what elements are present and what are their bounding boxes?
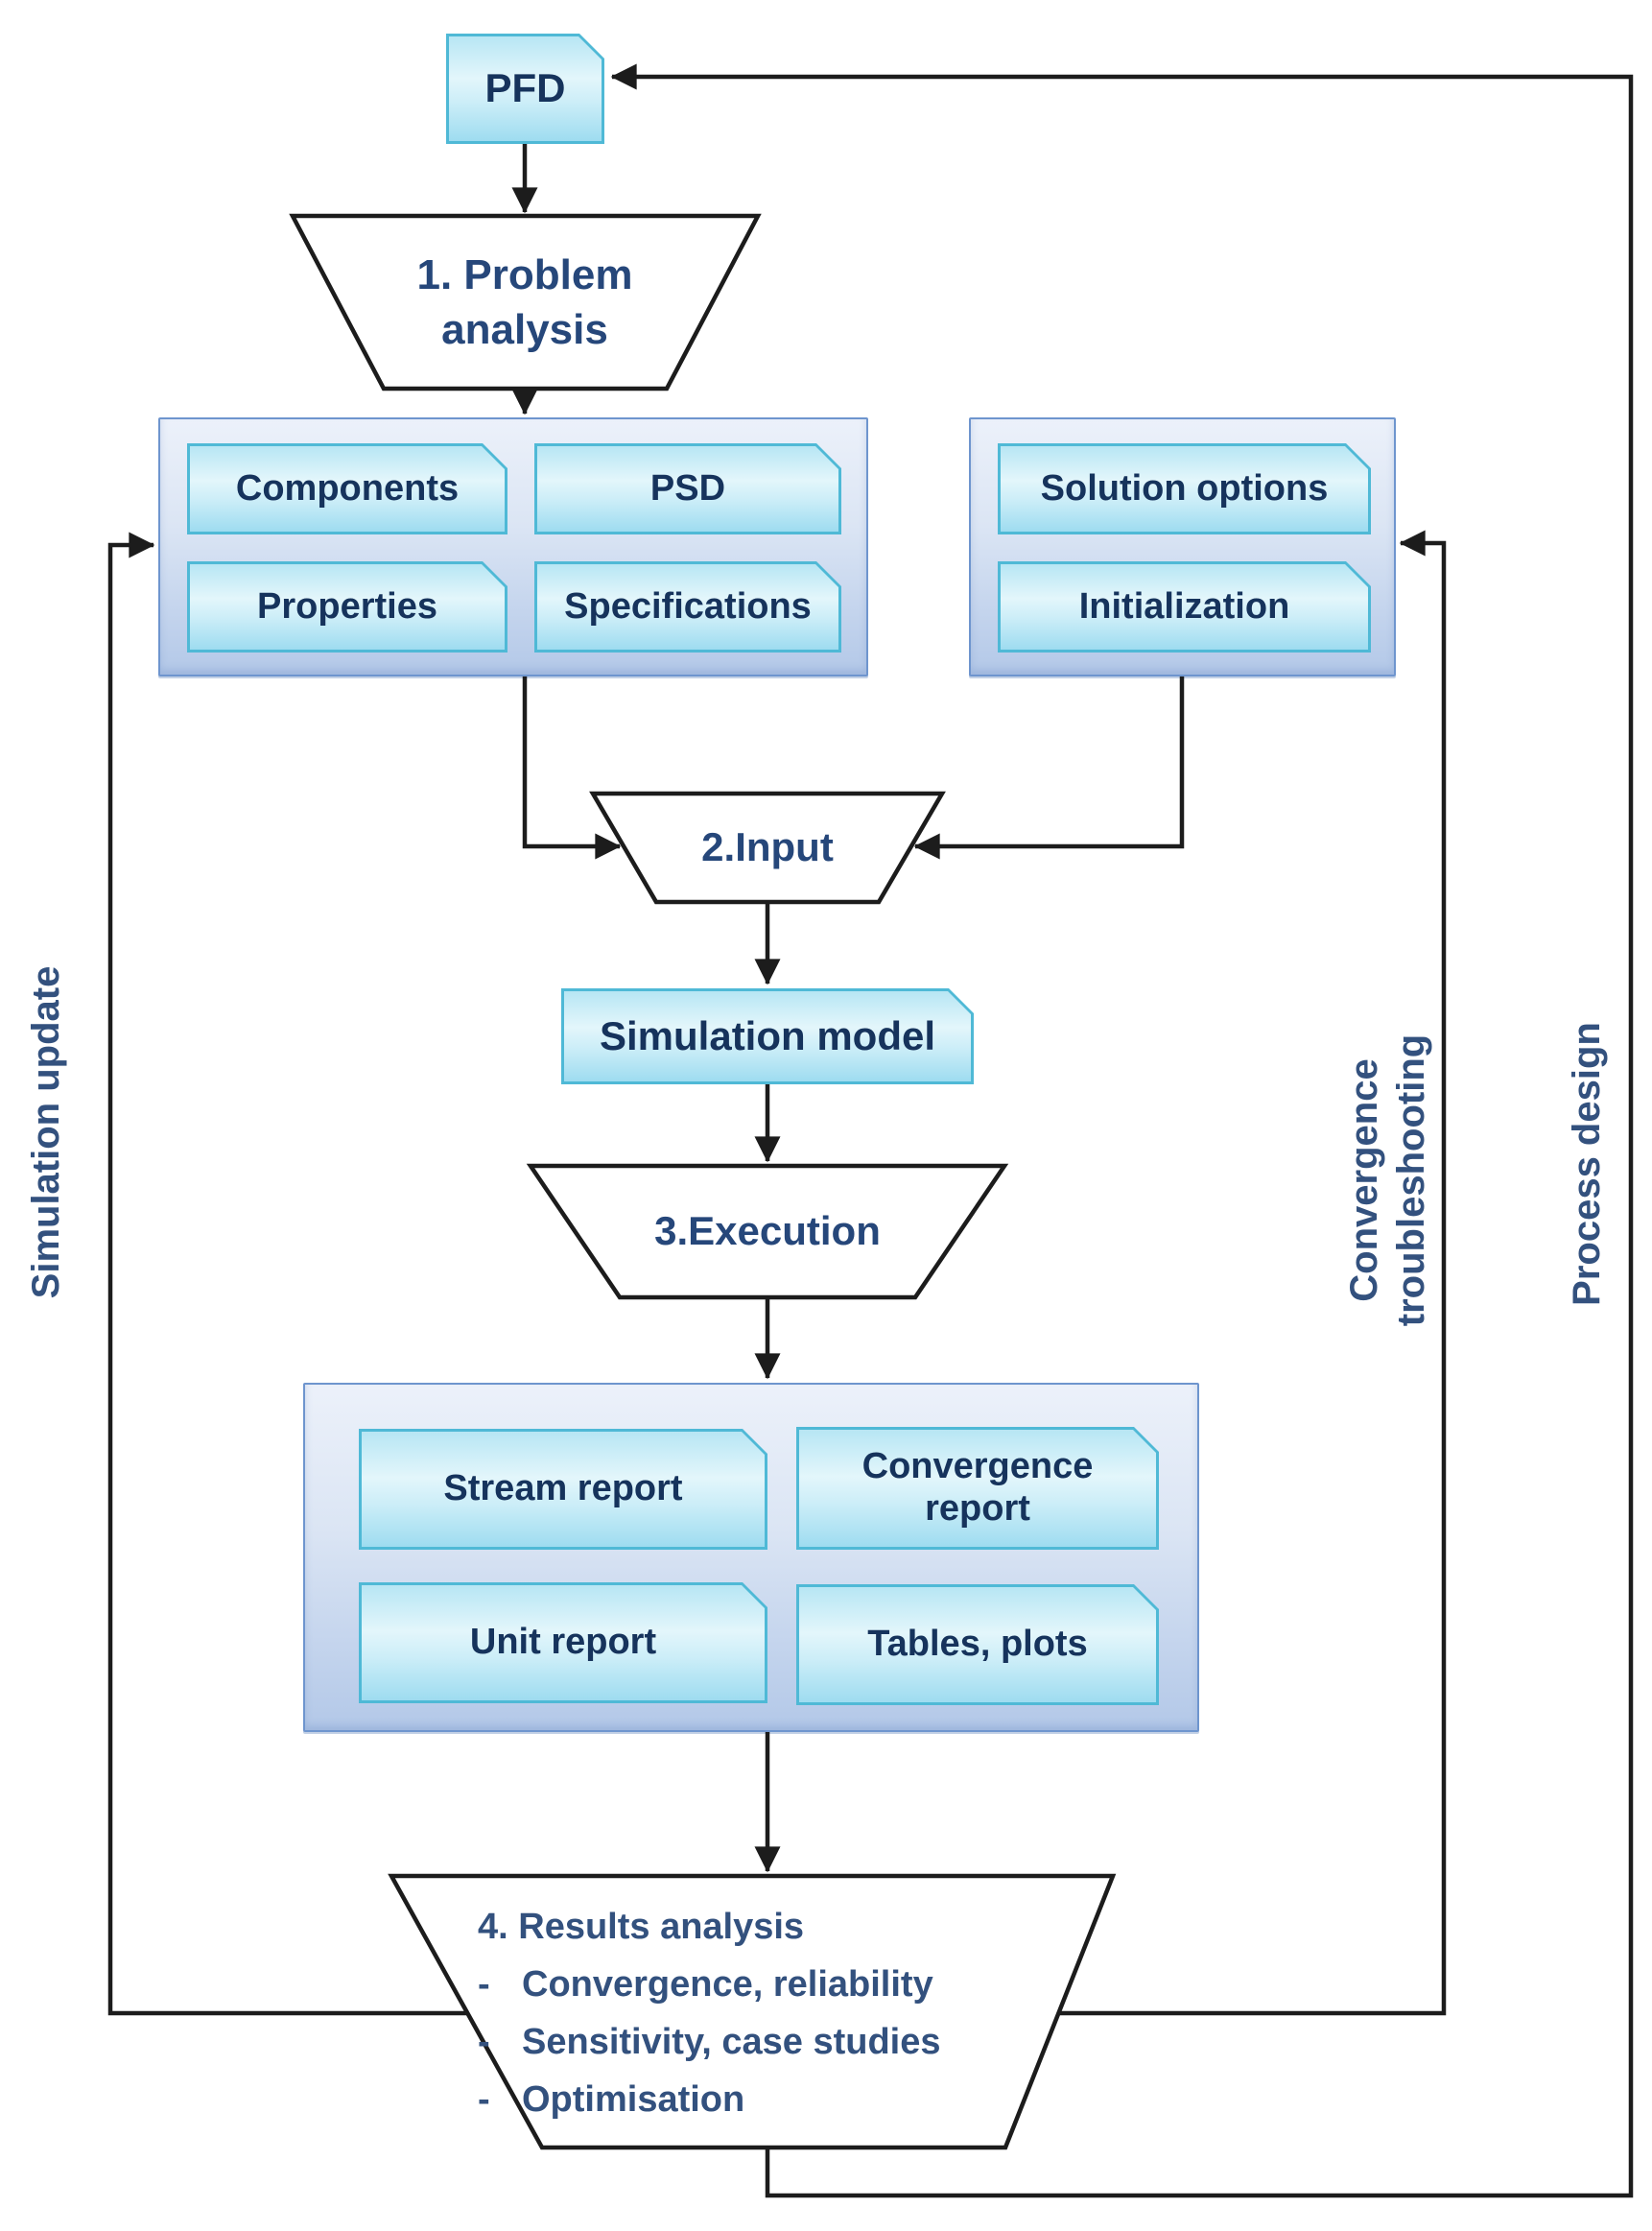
- step4-item-row: - Sensitivity, case studies: [478, 2013, 1053, 2071]
- note-convergence-report: Convergence report: [796, 1427, 1159, 1550]
- step4-item-row: - Convergence, reliability: [478, 1956, 1053, 2013]
- label-simulation-update: Simulation update: [25, 965, 67, 1299]
- specifications-label: Specifications: [564, 585, 812, 627]
- pfd-label: PFD: [484, 65, 566, 111]
- step4-label: 4. Results analysis - Convergence, relia…: [478, 1898, 1053, 2128]
- step2-text: 2.Input: [701, 823, 834, 869]
- properties-label: Properties: [257, 585, 437, 627]
- note-initialization: Initialization: [998, 561, 1371, 653]
- note-unit-report: Unit report: [359, 1582, 767, 1703]
- stream-report-label: Stream report: [443, 1468, 683, 1509]
- arrow-inputs-to-step2: [522, 676, 622, 860]
- tables-plots-label: Tables, plots: [867, 1624, 1088, 1665]
- pfd-box-fill: [449, 36, 602, 141]
- step4-title-row: 4. Results analysis: [478, 1898, 1053, 1956]
- step1-line1: 1. Problem: [416, 250, 633, 298]
- psd-label: PSD: [649, 467, 726, 509]
- note-components: Components: [187, 443, 507, 534]
- bullet-dash: -: [478, 2022, 490, 2063]
- arrow-solution-to-step2: [913, 676, 1185, 860]
- note-psd: PSD: [534, 443, 841, 534]
- label-convergence-troubleshooting: Convergence troubleshooting: [1343, 1033, 1432, 1327]
- loop-process-design: [610, 63, 1634, 2198]
- step3-text: 3.Execution: [654, 1207, 881, 1253]
- label-process-design: Process design: [1566, 1022, 1608, 1306]
- loop-simulation-update: [107, 532, 467, 2016]
- unit-report-label: Unit report: [469, 1622, 657, 1663]
- solution-group: Solution options Initialization: [969, 417, 1396, 676]
- note-stream-report: Stream report: [359, 1429, 767, 1550]
- note-specifications: Specifications: [534, 561, 841, 653]
- initialization-label: Initialization: [1078, 585, 1290, 627]
- simulation-model-label: Simulation model: [599, 1012, 936, 1058]
- convergence-report-label: Convergence report: [861, 1446, 1094, 1529]
- note-solution-options: Solution options: [998, 443, 1371, 534]
- step1-line2: analysis: [441, 306, 608, 353]
- bullet-dash: -: [478, 2079, 490, 2121]
- pfd-box: PFD: [446, 34, 604, 144]
- step4-item: Sensitivity, case studies: [522, 2022, 941, 2063]
- step4-item: Optimisation: [522, 2079, 745, 2121]
- step4-item-row: - Optimisation: [478, 2071, 1053, 2128]
- step4-title: 4. Results analysis: [478, 1907, 805, 1947]
- note-tables-plots: Tables, plots: [796, 1584, 1159, 1705]
- simulation-model-box: Simulation model: [561, 988, 974, 1084]
- input-data-group: Components PSD Properties Specifications: [158, 417, 868, 676]
- step3-label: 3.Execution: [624, 1201, 911, 1261]
- note-fill: [190, 446, 505, 532]
- step1-label: 1. Problem analysis: [381, 230, 669, 374]
- bullet-dash: -: [478, 1964, 490, 2006]
- step4-item: Convergence, reliability: [522, 1964, 933, 2006]
- components-label: Components: [235, 467, 460, 509]
- step2-label: 2.Input: [624, 816, 911, 879]
- note-properties: Properties: [187, 561, 507, 653]
- solution-options-label: Solution options: [1040, 467, 1329, 509]
- report-group: Stream report Convergence report Unit re…: [303, 1383, 1199, 1732]
